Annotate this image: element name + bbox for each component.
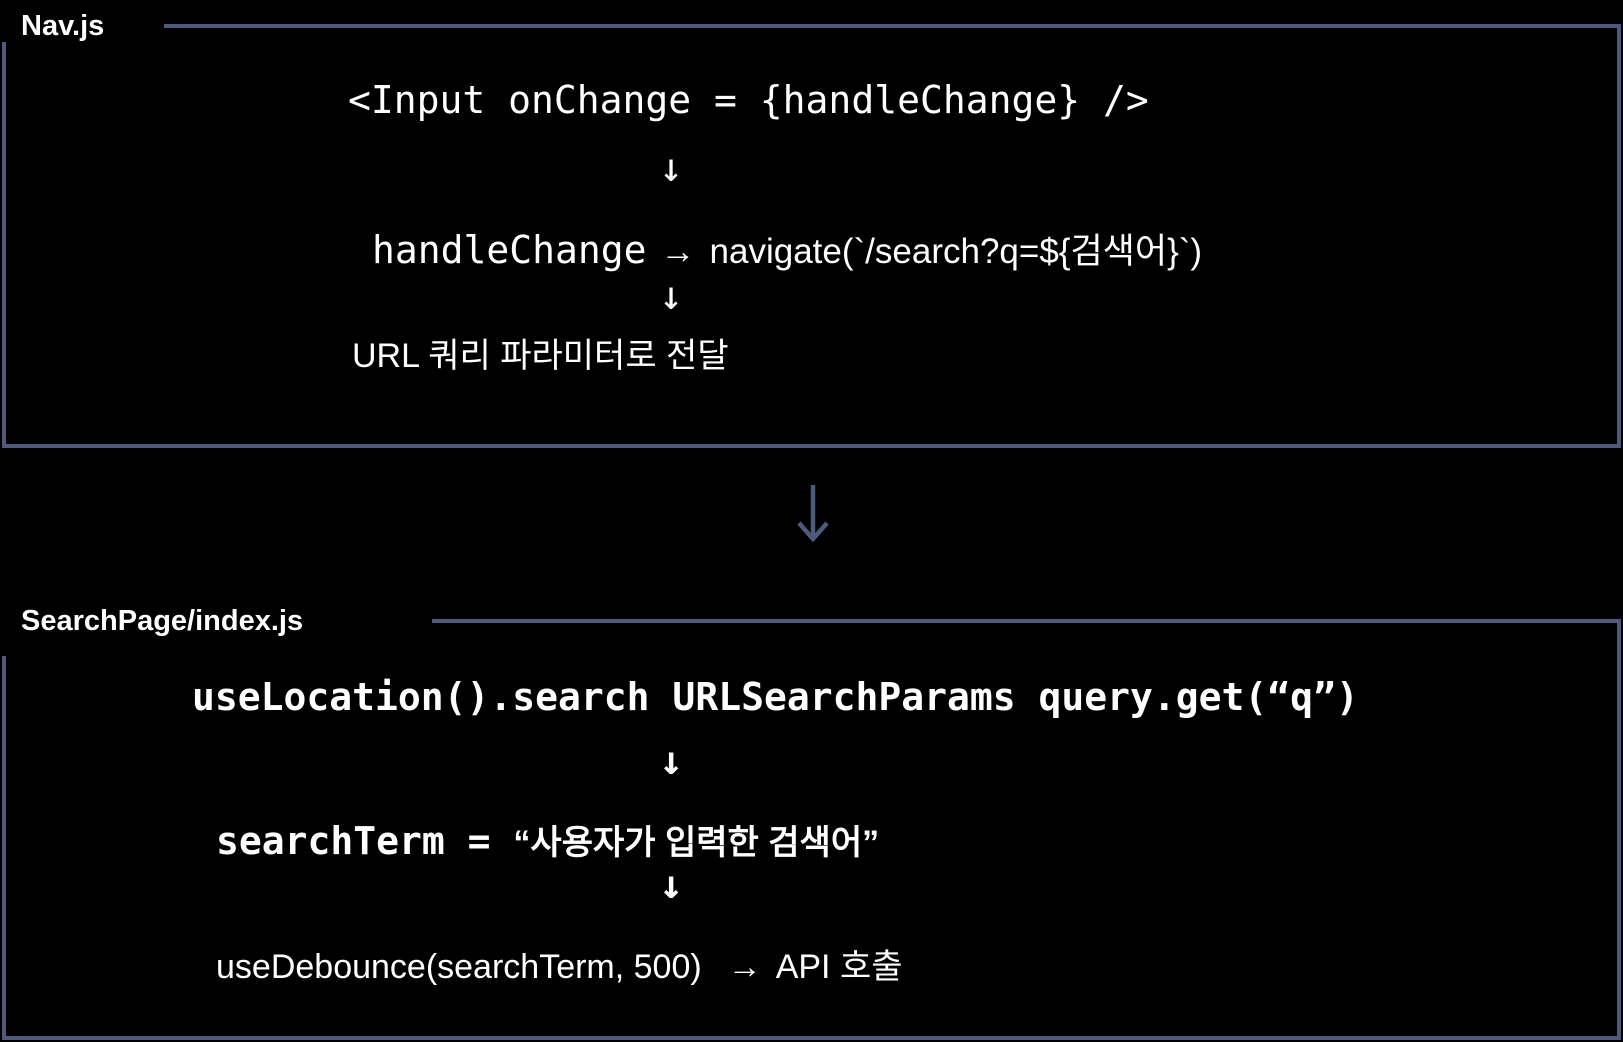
code-line-uselocation: useLocation().search URLSearchParams que… xyxy=(192,675,1359,719)
api-call-annotation: API 호출 xyxy=(775,948,903,986)
down-arrow-icon: ↓ xyxy=(658,862,684,908)
url-query-annotation: URL 쿼리 파라미터로 전달 xyxy=(352,337,729,375)
handlechange-code: handleChange xyxy=(372,228,647,272)
search-panel-title: SearchPage/index.js xyxy=(21,605,304,637)
navigate-call-code: navigate(`/search?q=${검색어}`) xyxy=(709,232,1203,271)
usedebounce-code: useDebounce(searchTerm, 500) xyxy=(216,948,702,986)
flow-connector-arrow-icon xyxy=(794,483,832,555)
code-line-handlechange-navigate: handleChange → navigate(`/search?q=${검색어}`… xyxy=(348,210,1202,292)
nav-panel-title: Nav.js xyxy=(21,10,105,42)
code-line-searchterm: searchTerm = “사용자가 입력한 검색어” xyxy=(192,801,879,883)
down-arrow-icon: ↓ xyxy=(658,145,684,191)
down-arrow-icon: ↓ xyxy=(658,738,684,784)
code-line-usedebounce: useDebounce(searchTerm, 500) → API 호출 xyxy=(192,927,903,1007)
searchterm-value: “사용자가 입력한 검색어” xyxy=(513,824,880,862)
searchterm-code: searchTerm = xyxy=(216,819,514,863)
search-page-panel: SearchPage/index.js useLocation().search… xyxy=(2,605,1621,1040)
nav-panel: Nav.js <Input onChange = {handleChange} … xyxy=(2,10,1621,448)
right-arrow-icon: → xyxy=(660,232,696,271)
down-arrow-icon: ↓ xyxy=(658,273,684,319)
code-line-input-onchange: <Input onChange = {handleChange} /> xyxy=(348,78,1149,122)
nav-panel-border-gap xyxy=(2,24,164,42)
search-panel-border-gap xyxy=(2,619,432,656)
right-arrow-icon: → xyxy=(727,948,762,986)
